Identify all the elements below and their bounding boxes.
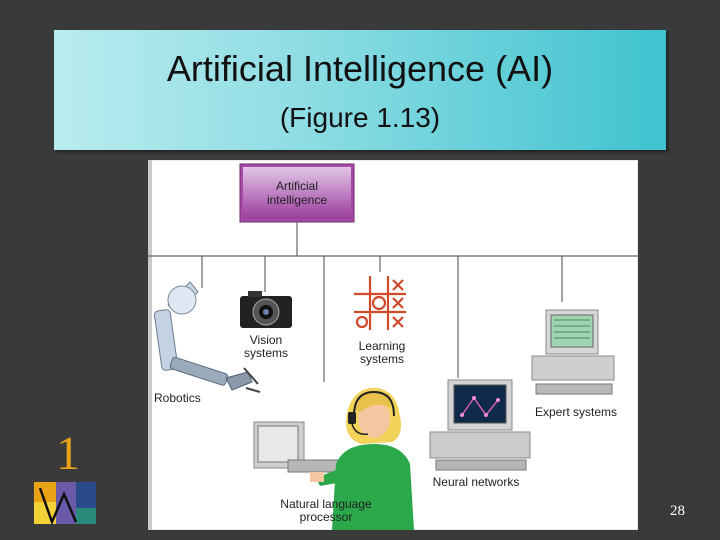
computer-icon xyxy=(531,309,615,395)
root-node-label: Artificial intelligence xyxy=(266,179,328,207)
robotic-arm-icon xyxy=(153,281,261,393)
node-label-vision-systems: Vision systems xyxy=(243,333,288,360)
title-banner: Artificial Intelligence (AI) (Figure 1.1… xyxy=(54,30,666,150)
operator-with-headset-icon xyxy=(253,387,414,530)
camera-icon xyxy=(240,291,292,328)
node-label-expert-systems: Expert systems xyxy=(534,405,618,419)
ai-diagram-graphics xyxy=(148,160,638,530)
slide-subtitle: (Figure 1.13) xyxy=(279,102,441,133)
connector-lines xyxy=(148,222,638,382)
page-number: 28 xyxy=(670,503,685,519)
node-label-natural-language-processor: Natural language processor xyxy=(280,497,372,524)
chapter-number: 1 xyxy=(56,427,80,480)
node-label-neural-networks: Neural networks xyxy=(432,475,520,489)
computer-icon xyxy=(429,379,531,471)
root-node-box xyxy=(239,163,355,223)
ai-diagram-figure: Artificial intelligence Robotics Vision … xyxy=(148,160,638,530)
tic-tac-toe-icon xyxy=(354,276,406,330)
node-label-robotics: Robotics xyxy=(154,391,201,405)
slide-title: Artificial Intelligence (AI) xyxy=(166,48,554,89)
node-label-learning-systems: Learning systems xyxy=(358,339,406,366)
chapter-logo-icon xyxy=(34,482,96,526)
